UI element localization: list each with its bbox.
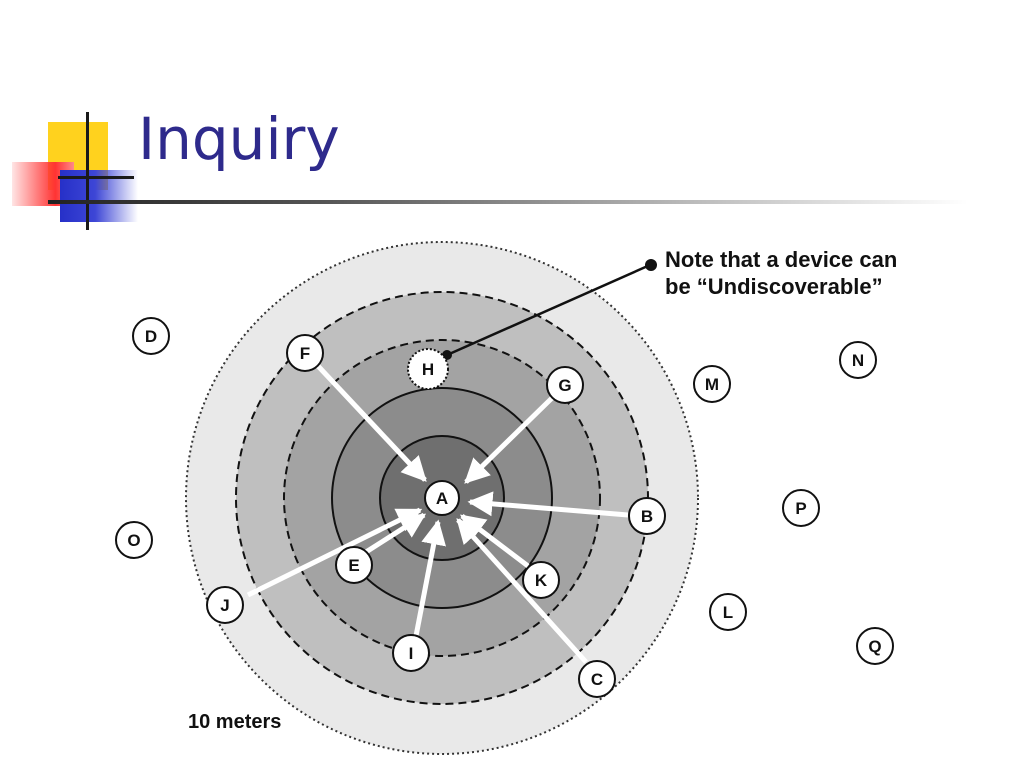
- svg-text:B: B: [641, 507, 653, 526]
- svg-text:Q: Q: [868, 637, 881, 656]
- device-node-f: F: [286, 334, 324, 372]
- svg-text:J: J: [220, 596, 229, 615]
- device-node-a: A: [424, 480, 460, 516]
- svg-text:P: P: [795, 499, 806, 518]
- svg-text:H: H: [422, 360, 434, 379]
- device-node-h-undiscoverable: H: [407, 348, 449, 390]
- undiscoverable-note-line1: Note that a device can: [665, 247, 897, 272]
- svg-text:K: K: [535, 571, 548, 590]
- arrow-j-to-a: [246, 507, 423, 598]
- svg-text:A: A: [436, 489, 448, 508]
- slide-title: Inquiry: [138, 105, 340, 173]
- device-node-m: M: [693, 365, 731, 403]
- svg-text:G: G: [558, 376, 571, 395]
- device-node-d: D: [132, 317, 170, 355]
- title-decoration-vertical-line: [86, 112, 89, 230]
- device-node-l: L: [709, 593, 747, 631]
- arrow-b-to-a: [467, 491, 629, 518]
- svg-text:D: D: [145, 327, 157, 346]
- arrow-g-to-a: [464, 396, 554, 484]
- arrow-c-to-a: [456, 518, 588, 664]
- device-node-k: K: [522, 561, 560, 599]
- title-underline: [48, 200, 968, 204]
- arrow-i-to-a: [413, 519, 447, 637]
- title-decoration-horizontal-line: [58, 176, 134, 179]
- device-node-n: N: [839, 341, 877, 379]
- svg-text:F: F: [300, 344, 310, 363]
- device-node-j: J: [206, 586, 244, 624]
- svg-text:E: E: [348, 556, 359, 575]
- arrow-f-to-a: [316, 364, 427, 482]
- device-node-g: G: [546, 366, 584, 404]
- svg-text:I: I: [409, 644, 414, 663]
- arrow-e-to-a: [364, 512, 427, 555]
- undiscoverable-note-line2: be “Undiscoverable”: [665, 274, 883, 299]
- device-node-b: B: [628, 497, 666, 535]
- note-pointer-line: [446, 263, 651, 357]
- range-label: 10 meters: [188, 711, 281, 733]
- device-node-p: P: [782, 489, 820, 527]
- svg-text:O: O: [127, 531, 140, 550]
- device-node-q: Q: [856, 627, 894, 665]
- device-node-i: I: [392, 634, 430, 672]
- svg-text:N: N: [852, 351, 864, 370]
- svg-text:C: C: [591, 670, 603, 689]
- device-node-o: O: [115, 521, 153, 559]
- svg-text:M: M: [705, 375, 719, 394]
- svg-text:L: L: [723, 603, 733, 622]
- note-pointer-dot-end: [645, 259, 657, 271]
- device-node-c: C: [578, 660, 616, 698]
- inquiry-arrows: [246, 364, 629, 664]
- device-node-e: E: [335, 546, 373, 584]
